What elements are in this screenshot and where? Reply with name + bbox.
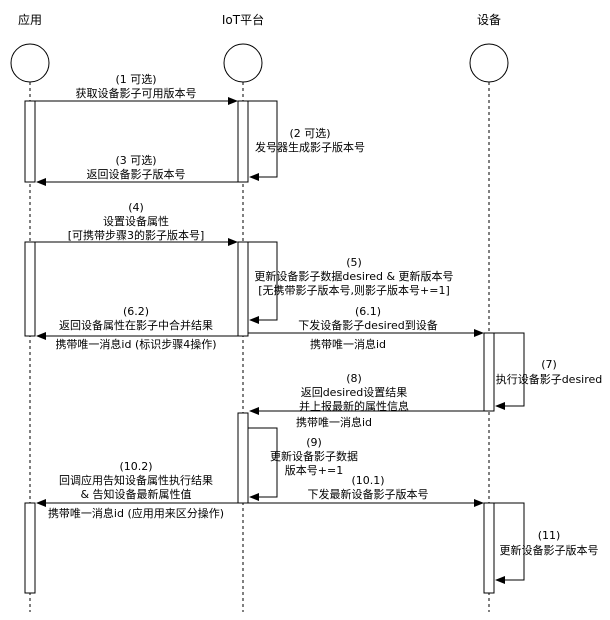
msg-6-1-step: (6.1) [355, 305, 381, 318]
msg-8-text: 返回desired设置结果 [301, 386, 408, 399]
activation-iot-1 [237, 100, 249, 183]
msg-1-text: 获取设备影子可用版本号 [76, 86, 197, 100]
actor-iot-circle [223, 43, 263, 83]
msg-7-text: 执行设备影子desired [496, 372, 603, 386]
actor-label-iot: IoT平台 [222, 12, 264, 27]
msg-11-step: (11) [538, 529, 561, 542]
msg-5-note: [无携带影子版本号,则影子版本号+=1] [258, 283, 450, 297]
msg-8-step: (8) [346, 372, 362, 385]
activation-app-1 [24, 100, 36, 183]
msg-4-text: 设置设备属性 [103, 214, 169, 228]
msg-5-step: (5) [346, 256, 362, 269]
actor-label-app: 应用 [18, 12, 42, 27]
msg-1-step: (1 可选) [115, 73, 156, 86]
msg-9-step: (9) [306, 436, 322, 449]
msg-8-note: 携带唯一消息id [296, 415, 372, 429]
msg-6-2-text: 返回设备属性在影子中合并结果 [59, 318, 213, 332]
arrow-step-2 [248, 100, 278, 181]
msg-6-2-note: 携带唯一消息id (标识步骤4操作) [55, 337, 216, 351]
arrow-step-5 [248, 241, 278, 324]
activation-app-2 [24, 241, 36, 337]
msg-3-text: 返回设备影子版本号 [87, 167, 186, 181]
activation-device-1 [483, 332, 495, 412]
msg-7-step: (7) [541, 358, 557, 371]
msg-4-step: (4) [128, 201, 144, 214]
msg-4-note: [可携带步骤3的影子版本号] [68, 228, 205, 242]
msg-2-text: 发号器生成影子版本号 [255, 140, 365, 154]
msg-10-2-step: (10.2) [119, 460, 152, 473]
msg-8-text-2: 并上报最新的属性信息 [299, 399, 409, 413]
actor-device-circle [469, 43, 509, 83]
activation-device-2 [483, 502, 495, 594]
msg-6-2-step: (6.2) [123, 305, 149, 318]
activation-app-3 [24, 502, 36, 594]
msg-6-1-note: 携带唯一消息id [310, 337, 386, 351]
msg-10-2-note: 携带唯一消息id (应用用来区分操作) [48, 506, 224, 520]
msg-11-text: 更新设备影子版本号 [500, 543, 599, 557]
arrow-step-9 [248, 427, 278, 501]
activation-iot-3 [237, 412, 249, 504]
actor-app-circle [10, 43, 50, 83]
activation-iot-2 [237, 241, 249, 337]
msg-9-text: 更新设备影子数据 [270, 449, 358, 463]
arrow-step-11 [494, 502, 525, 584]
msg-2-step: (2 可选) [289, 127, 330, 140]
msg-10-1-step: (10.1) [351, 474, 384, 487]
msg-5-text: 更新设备影子数据desired & 更新版本号 [254, 269, 453, 283]
arrow-step-7 [494, 332, 525, 410]
msg-10-2-text: 回调应用告知设备属性执行结果 [59, 473, 213, 487]
msg-10-2-text-2: & 告知设备最新属性值 [80, 487, 191, 501]
msg-9-note: 版本号+=1 [285, 463, 343, 477]
actor-label-device: 设备 [477, 13, 501, 27]
msg-6-1-text: 下发设备影子desired到设备 [298, 318, 438, 332]
msg-3-step: (3 可选) [115, 154, 156, 167]
msg-10-1-text: 下发最新设备影子版本号 [308, 487, 429, 501]
